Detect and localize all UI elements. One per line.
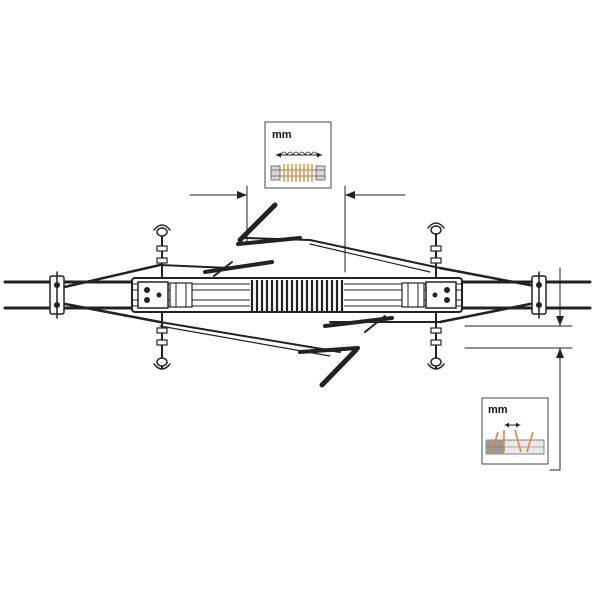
bolt-lower-left — [153, 311, 171, 370]
cable-end-clamps — [49, 271, 547, 319]
compression-spring — [250, 280, 344, 312]
bottom-lever-handle — [298, 346, 360, 388]
right-end-clamp — [531, 271, 547, 319]
central-clamp-body — [131, 277, 463, 313]
bolt-upper-right — [427, 222, 445, 279]
jaw-gap-inset: mm — [481, 397, 549, 465]
lower-right-latch — [323, 315, 394, 333]
jaw-gap-dimension — [464, 267, 573, 471]
bolt-lower-right — [427, 311, 445, 370]
left-end-clamp — [49, 271, 65, 319]
mini-spring-clamp — [270, 164, 326, 182]
gap-arrow-top — [556, 316, 564, 326]
right-jaw-block — [401, 281, 457, 309]
mini-jaw-section — [485, 429, 545, 455]
spring-length-dimension — [189, 185, 406, 273]
dimension-arrow-right — [345, 191, 355, 199]
gap-arrow-bottom — [556, 348, 564, 358]
top-lever-handle — [236, 202, 302, 246]
left-jaw-block — [137, 281, 193, 309]
bolt-upper-left — [153, 224, 171, 279]
upper-left-latch — [203, 260, 274, 277]
mini-dimension-arrow — [275, 151, 323, 158]
right-inset-unit-label: mm — [488, 404, 508, 416]
lever-handles — [203, 202, 394, 388]
mini-spring-coils — [283, 164, 313, 182]
spring-length-inset: mm — [264, 121, 332, 189]
mini-gap-arrow — [504, 422, 521, 428]
wing-nut-bolts — [153, 222, 445, 370]
mini-jaw-edges — [491, 429, 534, 453]
top-inset-unit-label: mm — [272, 129, 292, 141]
dimension-arrow-left — [237, 191, 247, 199]
